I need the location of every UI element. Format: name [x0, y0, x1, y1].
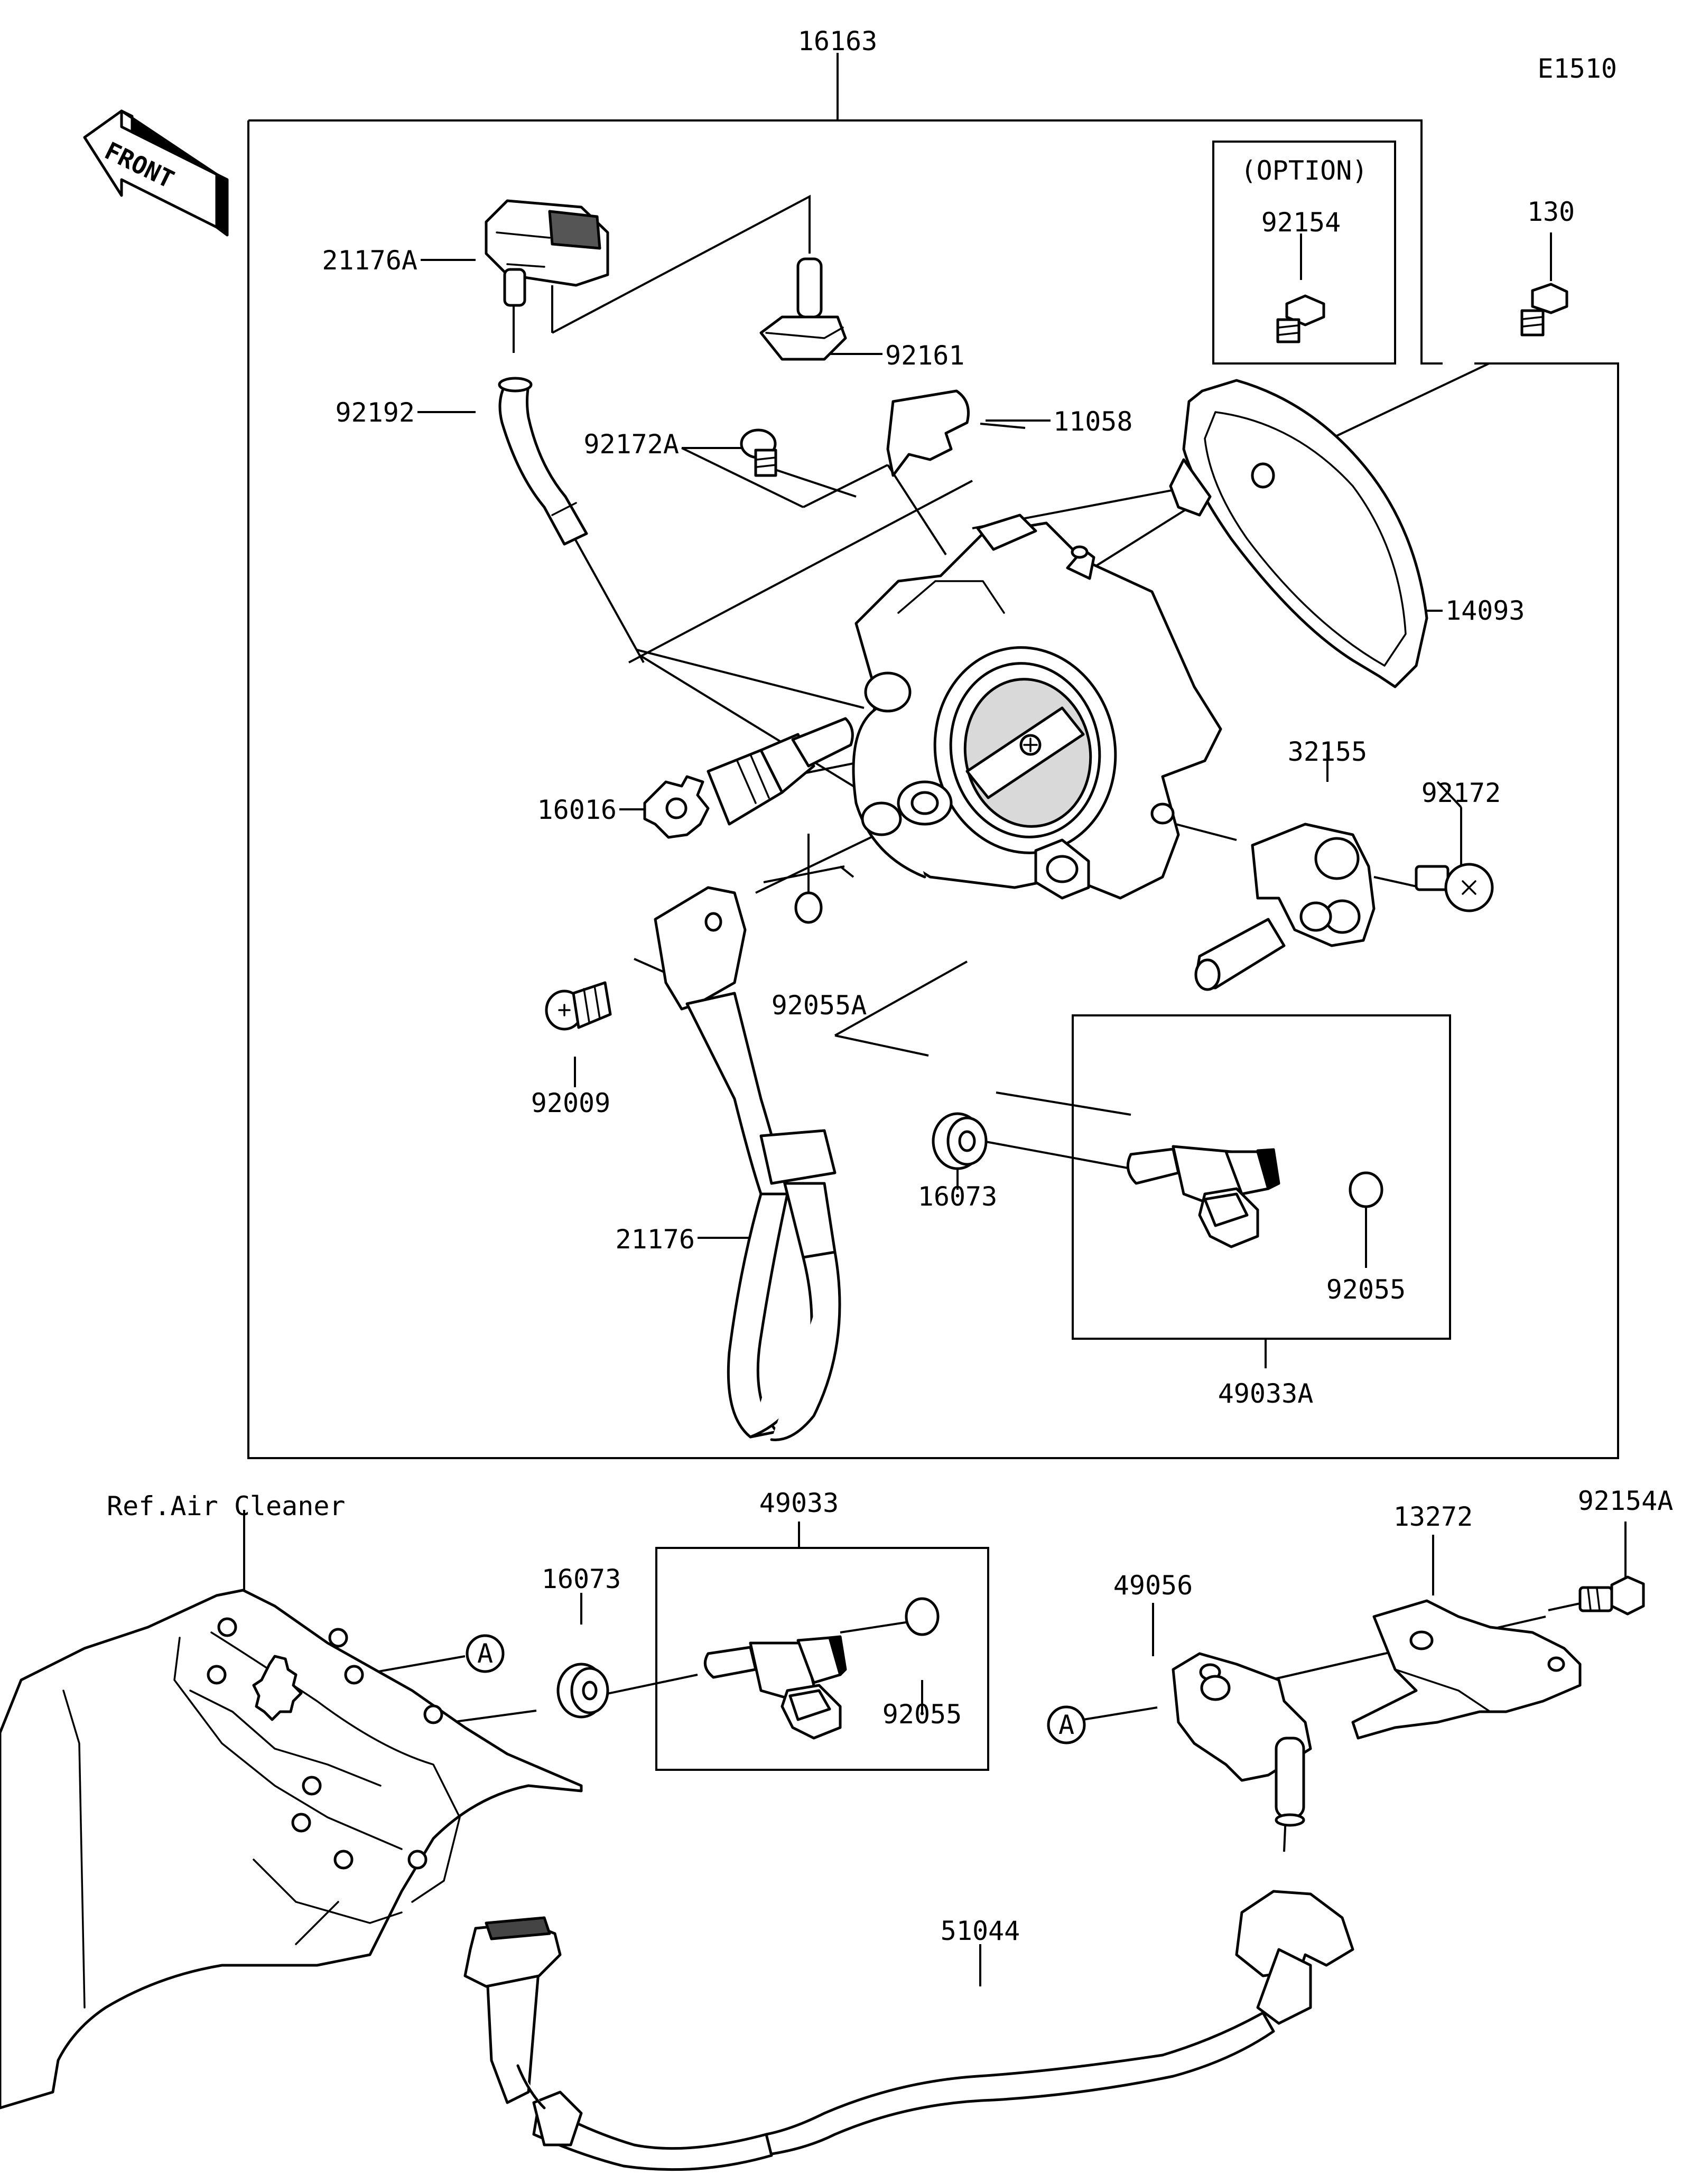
callout-A-right: A — [466, 1634, 505, 1673]
screw-92172A — [740, 428, 777, 477]
part-11058: 11058 — [1053, 406, 1133, 437]
sensor-harness-21176 — [654, 886, 841, 1441]
part-49033: 49033 — [759, 1488, 839, 1518]
fuel-hose-51044 — [463, 1890, 1354, 2171]
main-assembly-frame — [248, 119, 1443, 365]
callout-A-left-label: A — [1058, 1710, 1074, 1740]
ref-air-cleaner-label: Ref.Air Cleaner — [107, 1491, 346, 1522]
idle-valve-16016 — [643, 717, 854, 839]
option-box — [1212, 141, 1396, 365]
part-21176: 21176 — [615, 1224, 695, 1255]
screw-92172 — [1415, 863, 1494, 912]
o-ring-92055-lower — [905, 1597, 940, 1636]
grommet-16073-lower — [556, 1663, 609, 1719]
fitting-49056 — [1172, 1652, 1312, 1827]
part-92154A: 92154A — [1578, 1486, 1674, 1516]
bracket-32155 — [1194, 823, 1376, 991]
part-13272: 13272 — [1393, 1501, 1473, 1532]
part-92154: 92154 — [1261, 207, 1341, 238]
injector-kit-box-upper — [1072, 1014, 1451, 1340]
screw-130 — [1520, 283, 1568, 337]
hose-92192 — [498, 377, 588, 546]
part-14093: 14093 — [1445, 595, 1525, 626]
bracket-13272 — [1351, 1599, 1582, 1740]
o-ring-92055-upper — [1349, 1171, 1383, 1208]
grommet-16073-upper — [932, 1112, 988, 1170]
front-arrow-icon: FRONT — [83, 109, 229, 237]
part-92172: 92172 — [1421, 778, 1501, 808]
part-16073-lower: 16073 — [542, 1564, 621, 1594]
part-92009: 92009 — [531, 1088, 611, 1118]
part-16073-upper: 16073 — [918, 1181, 998, 1212]
part-92055-upper: 92055 — [1326, 1274, 1406, 1305]
part-51044: 51044 — [941, 1916, 1020, 1946]
part-130: 130 — [1527, 197, 1575, 227]
part-92055-lower: 92055 — [882, 1699, 962, 1730]
part-49033A: 49033A — [1218, 1378, 1314, 1409]
part-16016: 16016 — [537, 795, 617, 825]
clip-11058 — [886, 389, 970, 477]
bolt-92154A — [1578, 1575, 1645, 1616]
o-ring-92055A — [794, 891, 823, 924]
diagram-code: E1510 — [1537, 53, 1617, 84]
part-49056: 49056 — [1113, 1570, 1193, 1601]
throttle-body — [852, 514, 1222, 900]
cover-14093 — [1169, 379, 1428, 688]
part-92055A: 92055A — [772, 990, 867, 1021]
part-92161: 92161 — [885, 340, 965, 371]
option-label: (OPTION) — [1241, 155, 1368, 186]
screw-92154 — [1276, 294, 1325, 343]
part-92172A: 92172A — [583, 429, 679, 460]
callout-A-right-label: A — [477, 1638, 493, 1669]
fitting-92161 — [759, 257, 847, 361]
injector-49033A — [1126, 1145, 1280, 1248]
injector-49033 — [703, 1635, 847, 1740]
callout-A-left: A — [1047, 1705, 1086, 1744]
part-21176A: 21176A — [322, 245, 417, 276]
injector-kit-box-lower — [655, 1547, 989, 1771]
part-32155: 32155 — [1288, 736, 1368, 767]
part-16163: 16163 — [798, 26, 878, 57]
screw-92009 — [545, 981, 612, 1031]
part-92192: 92192 — [335, 397, 415, 428]
main-assembly-frame-lower — [247, 120, 1619, 1459]
map-sensor-21176A — [485, 199, 609, 307]
air-cleaner-housing — [0, 1589, 583, 2110]
